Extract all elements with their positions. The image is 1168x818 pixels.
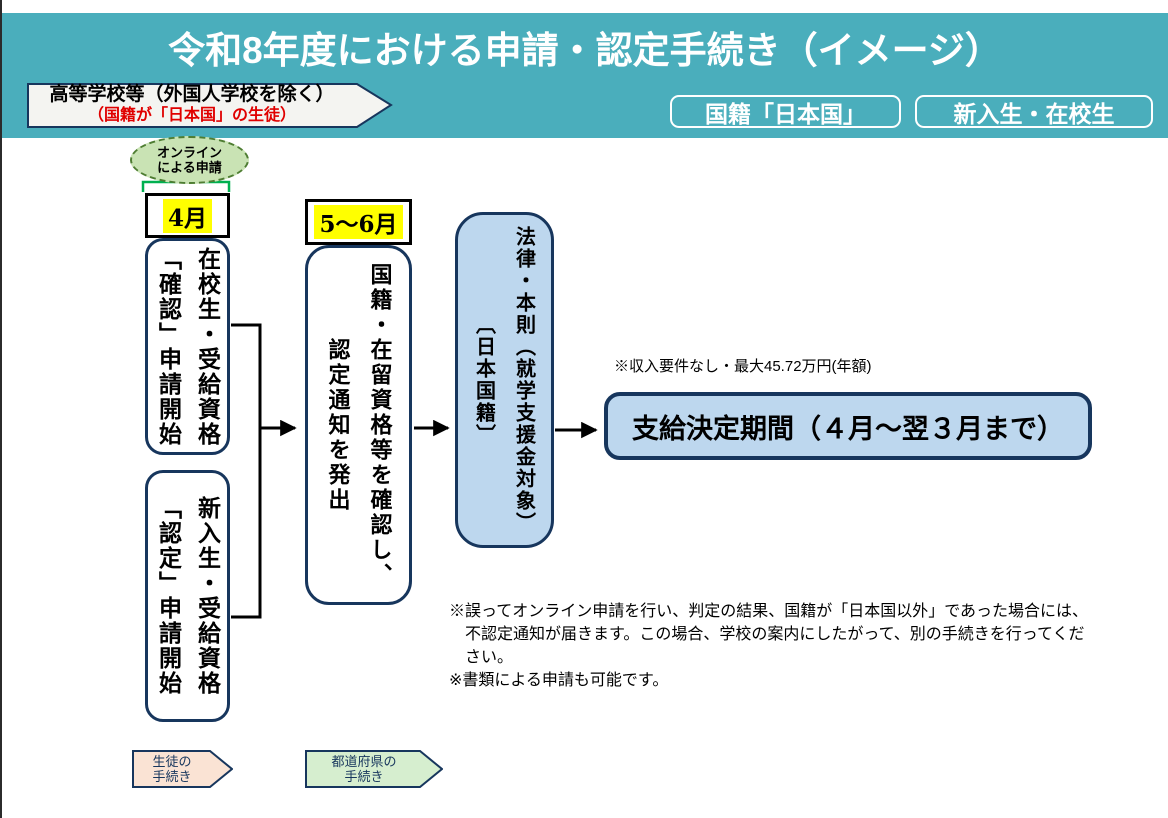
students-badge: 新入生・在校生 — [915, 95, 1153, 128]
month-label-april: 4月 — [145, 193, 230, 238]
legend-prefecture-arrow: 都道府県の 手続き — [305, 750, 443, 788]
nationality-badge: 国籍「日本国」 — [670, 95, 901, 128]
current-students-text: 在校生・受給資格 「確認」申請開始 — [154, 246, 221, 447]
law-target-text: 法律・本則（就学支援金対象） 〔日本国籍〕 — [472, 226, 537, 534]
legend-prefecture-label: 都道府県の 手続き — [331, 754, 397, 784]
payment-note: ※収入要件なし・最大45.72万円(年額) — [614, 358, 872, 375]
prefecture-check-text: 国籍・在留資格等を確認し、 認定通知を発出 — [324, 262, 393, 588]
footnotes: ※誤ってオンライン申請を行い、判定の結果、国籍が「日本国以外」であった場合には、… — [449, 603, 1089, 689]
online-application-badge: オンライン による申請 — [130, 136, 249, 184]
legend-student-shape — [132, 750, 233, 788]
top-white-strip — [2, 0, 1168, 13]
school-type-tag: 高等学校等（外国人学校を除く） （国籍が「日本国」の生徒） — [27, 83, 393, 128]
header-band: 令和8年度における申請・認定手続き（イメージ） 高等学校等（外国人学校を除く） … — [2, 13, 1168, 138]
payment-decision-box: 支給決定期間（４月～翌３月まで） — [604, 392, 1092, 460]
school-tag-line1: 高等学校等（外国人学校を除く） — [49, 84, 335, 105]
prefecture-check-box: 国籍・在留資格等を確認し、 認定通知を発出 — [305, 245, 412, 605]
month-label-may-june: 5～6月 — [305, 199, 412, 245]
school-type-arrow-shape — [27, 83, 393, 128]
new-students-box: 新入生・受給資格 「認定」申請開始 — [145, 470, 230, 722]
legend-student-label: 生徒の 手続き — [152, 754, 192, 784]
law-target-box: 法律・本則（就学支援金対象） 〔日本国籍〕 — [455, 212, 554, 548]
page-title: 令和8年度における申請・認定手続き（イメージ） — [168, 30, 1002, 71]
new-students-text: 新入生・受給資格 「認定」申請開始 — [154, 496, 221, 696]
legend-student-arrow: 生徒の 手続き — [132, 750, 233, 788]
legend-prefecture-shape — [305, 750, 443, 788]
current-students-box: 在校生・受給資格 「確認」申請開始 — [145, 238, 230, 455]
school-tag-line2: （国籍が「日本国」の生徒） — [87, 107, 296, 124]
